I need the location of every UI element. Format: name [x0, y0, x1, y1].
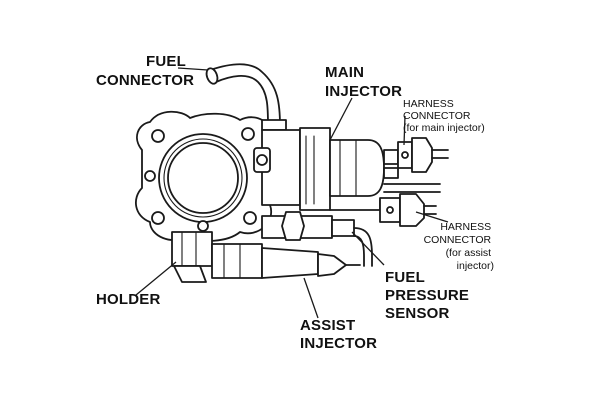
assist-injector [211, 243, 361, 279]
label-holder: HOLDER [96, 291, 161, 308]
harness-connector-main [397, 137, 449, 173]
throttle-body-flange [135, 110, 273, 242]
fuel-pressure-sensor [261, 211, 373, 267]
label-main-injector: MAIN INJECTOR [325, 64, 402, 100]
harness-connector-assist [329, 193, 437, 227]
fuel-connector-pipe [205, 63, 287, 131]
label-assist-injector: ASSIST INJECTOR [300, 317, 377, 352]
label-harness-connector-assist: HARNESS CONNECTOR (for assist injector) [424, 221, 494, 272]
fuel-delivery-block [253, 127, 331, 211]
leader-lines [135, 67, 449, 319]
holder [171, 231, 213, 283]
label-fuel-pressure-sensor: FUEL PRESSURE SENSOR [385, 269, 474, 322]
label-fuel-connector: FUEL CONNECTOR [96, 53, 194, 89]
label-harness-connector-main: HARNESS CONNECTOR (for main injector) [403, 98, 485, 134]
